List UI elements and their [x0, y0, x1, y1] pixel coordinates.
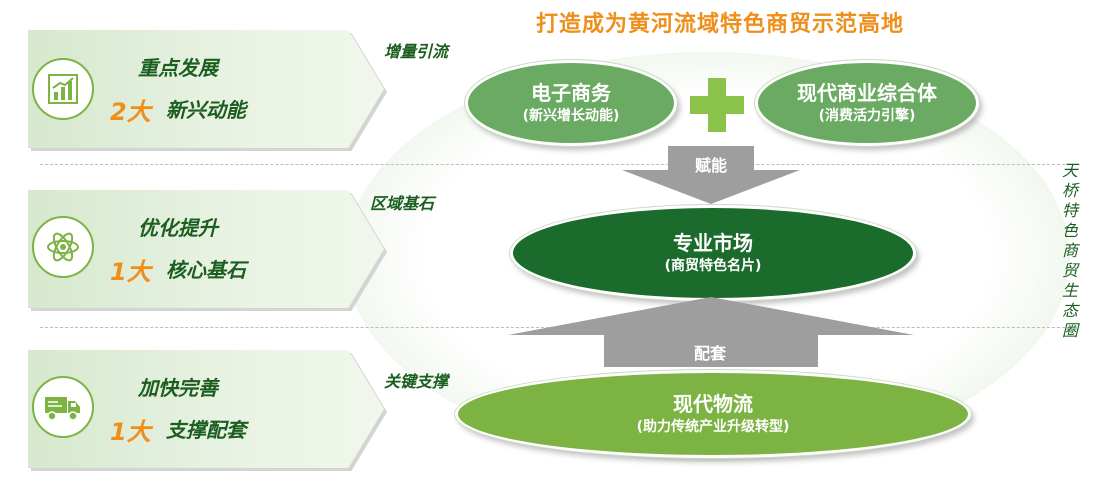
side-label-increment: 增量引流 — [384, 42, 449, 61]
node-title: 专业市场 — [673, 231, 753, 255]
up-arrow — [508, 297, 914, 367]
plus-icon — [708, 78, 726, 132]
banner-improve: 加快完善 1大 支撑配套 — [28, 350, 384, 468]
node-subtitle: (消费活力引擎) — [818, 108, 916, 124]
ecosystem-label: 天桥特色商贸生态圈 — [1059, 162, 1078, 342]
banner-title: 优化提升 — [138, 216, 218, 240]
node-ecommerce: 电子商务 (新兴增长动能) — [465, 60, 677, 146]
node-complex: 现代商业综合体 (消费活力引擎) — [755, 60, 979, 146]
banner-number: 1大 — [110, 418, 151, 446]
node-logistics: 现代物流 (助力传统产业升级转型) — [455, 370, 971, 458]
banner-title: 重点发展 — [138, 56, 218, 80]
node-subtitle: (助力传统产业升级转型) — [636, 419, 790, 435]
truck-icon — [32, 376, 94, 438]
banner-title: 加快完善 — [138, 376, 218, 400]
banner-subtitle: 核心基石 — [166, 258, 246, 282]
banner-subtitle: 新兴动能 — [166, 98, 246, 122]
headline: 打造成为黄河流域特色商贸示范高地 — [535, 12, 904, 37]
banner-number: 2大 — [110, 98, 151, 126]
node-title: 电子商务 — [531, 81, 611, 105]
bar-chart-icon — [32, 58, 94, 120]
node-title: 现代物流 — [673, 392, 753, 416]
banner-subtitle: 支撑配套 — [166, 418, 246, 442]
node-title: 现代商业综合体 — [797, 81, 937, 105]
down-arrow — [622, 146, 800, 204]
banner-number: 1大 — [110, 258, 151, 286]
divider-top — [40, 164, 1070, 165]
side-label-foundation: 区域基石 — [370, 194, 435, 213]
side-label-support: 关键支撑 — [384, 372, 449, 391]
banner-optimize: 优化提升 1大 核心基石 — [28, 190, 384, 308]
banner-develop: 重点发展 2大 新兴动能 — [28, 30, 384, 148]
node-subtitle: (新兴增长动能) — [522, 108, 620, 124]
up-arrow-label: 配套 — [693, 344, 726, 363]
down-arrow-label: 赋能 — [694, 156, 727, 175]
atom-icon — [32, 216, 94, 278]
node-subtitle: (商贸特色名片) — [664, 258, 762, 274]
node-market: 专业市场 (商贸特色名片) — [510, 205, 916, 301]
